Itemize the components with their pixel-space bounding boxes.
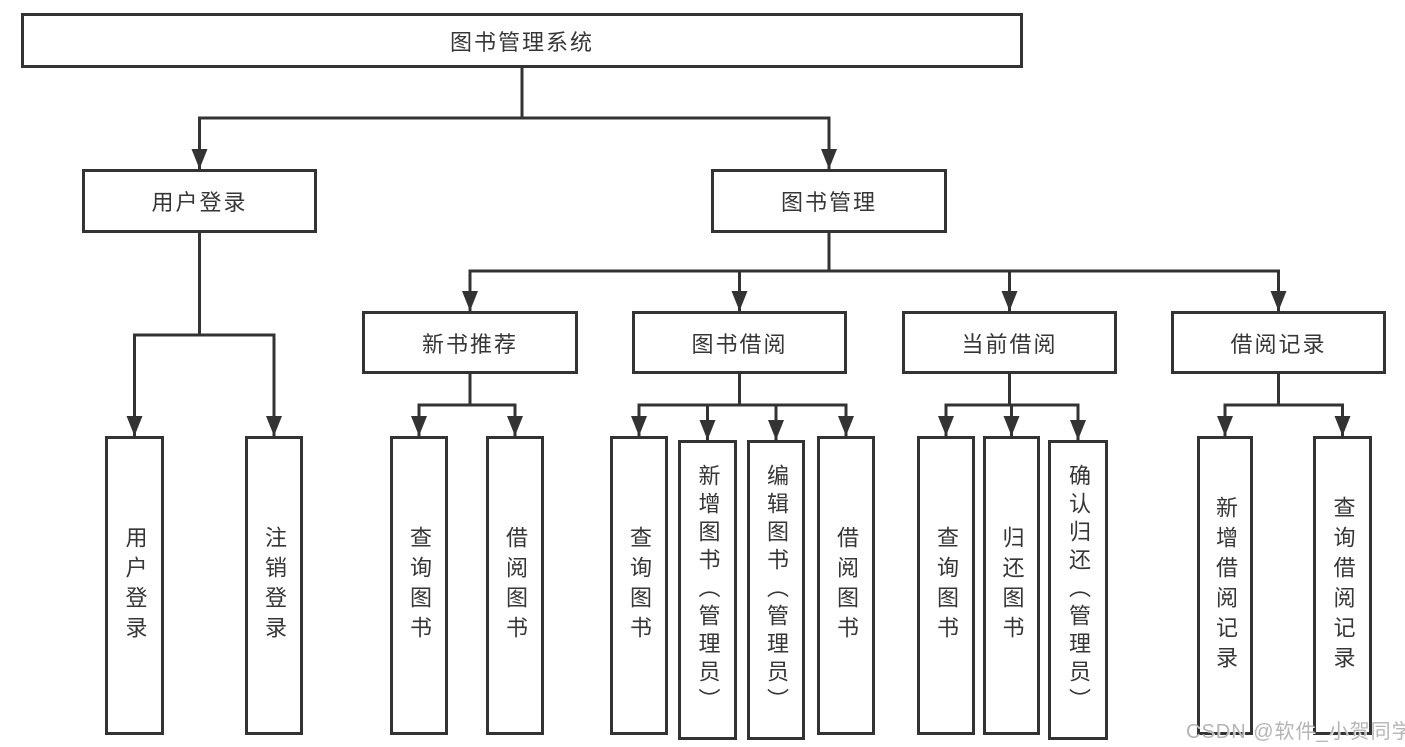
leaf-return-books: 归还图书 (983, 436, 1040, 735)
leaf-recommend-query-books: 查询图书 (390, 436, 448, 735)
node-label: 图书管理系统 (449, 29, 594, 55)
node-label: 新增借阅记录 (1213, 495, 1238, 676)
node-label: 用户登录 (122, 525, 148, 646)
node-label: 借阅图书 (503, 525, 528, 646)
node-new-book-recommend: 新书推荐 (362, 311, 578, 374)
leaf-add-books-admin: 新增图书（管理员） (678, 440, 737, 740)
csdn-watermark: CSDN @软件_小贺同学 (1186, 721, 1405, 743)
node-label: 查询借阅记录 (1330, 495, 1356, 676)
node-label: 借阅图书 (834, 525, 859, 646)
node-root-library-management-system: 图书管理系统 (21, 13, 1023, 68)
node-label: 图书借阅 (691, 331, 788, 357)
leaf-recommend-borrow-books: 借阅图书 (486, 436, 544, 735)
node-label: 查询图书 (407, 525, 432, 646)
leaf-edit-books-admin: 编辑图书（管理员） (747, 440, 805, 740)
leaf-add-borrow-record: 新增借阅记录 (1197, 436, 1253, 735)
leaf-logout: 注销登录 (245, 436, 303, 735)
node-label: 归还图书 (999, 525, 1025, 646)
node-book-borrow: 图书借阅 (632, 311, 847, 374)
node-label: 图书管理 (780, 190, 877, 215)
leaf-borrow-books: 借阅图书 (817, 436, 875, 735)
leaf-user-login: 用户登录 (105, 436, 164, 735)
node-label: 注销登录 (262, 525, 287, 646)
node-borrow-records: 借阅记录 (1171, 311, 1386, 374)
node-label: 确认归还（管理员） (1066, 464, 1091, 716)
node-label: 查询图书 (627, 525, 652, 646)
node-label: 编辑图书（管理员） (764, 464, 789, 716)
node-label: 当前借阅 (961, 331, 1058, 357)
node-label: 用户登录 (151, 190, 248, 215)
node-current-borrow: 当前借阅 (902, 311, 1117, 374)
node-book-management: 图书管理 (711, 169, 947, 233)
leaf-borrow-query-books: 查询图书 (610, 436, 668, 735)
leaf-confirm-return-admin: 确认归还（管理员） (1048, 440, 1108, 740)
node-user-login: 用户登录 (82, 169, 317, 233)
leaf-query-borrow-record: 查询借阅记录 (1313, 436, 1372, 735)
node-label: 新增图书（管理员） (695, 464, 721, 716)
leaf-current-query-books: 查询图书 (917, 436, 975, 735)
node-label: 借阅记录 (1230, 331, 1327, 357)
node-label: 新书推荐 (421, 331, 518, 357)
node-label: 查询图书 (934, 525, 959, 646)
